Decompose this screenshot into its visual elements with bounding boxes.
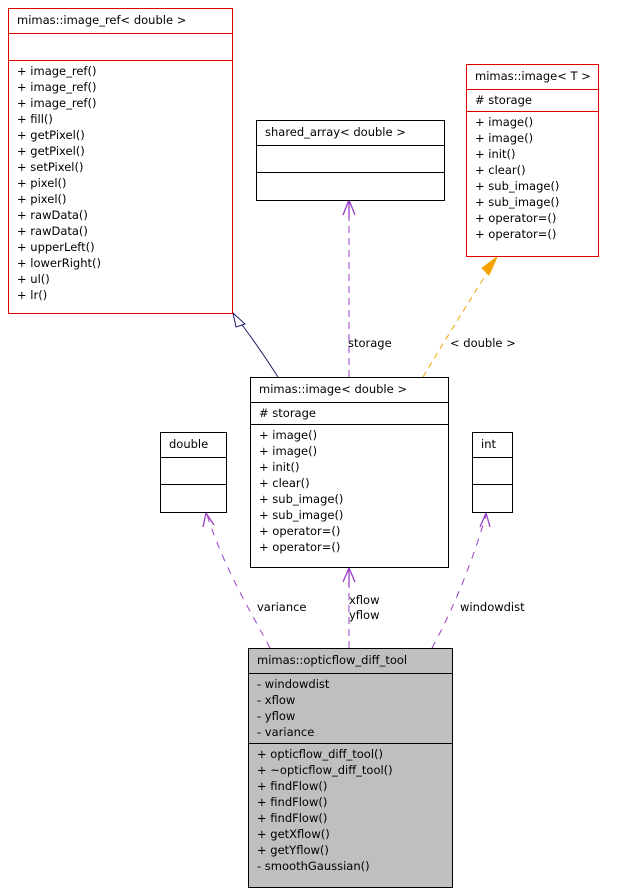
method-item: + sub_image()	[475, 179, 560, 193]
method-item: + findFlow()	[257, 779, 328, 793]
method-item: + getPixel()	[17, 144, 85, 158]
class-image-double[interactable]: mimas::image< double > # storage + image…	[250, 377, 449, 568]
method-item: - smoothGaussian()	[257, 859, 370, 873]
edge-label-xflow: xflow	[349, 593, 380, 607]
method-item: + sub_image()	[259, 508, 344, 522]
method-item: + pixel()	[17, 192, 67, 206]
method-item: + ~opticflow_diff_tool()	[257, 763, 393, 777]
attribute-item: - yflow	[257, 709, 296, 723]
method-item: + operator=()	[259, 540, 341, 554]
method-item: + upperLeft()	[17, 240, 95, 254]
method-item: + image_ref()	[17, 80, 97, 94]
method-item: + fill()	[17, 112, 53, 126]
method-item: + init()	[259, 460, 300, 474]
method-item: + rawData()	[17, 224, 88, 238]
class-double[interactable]: double	[160, 432, 227, 513]
attribute-item: # storage	[259, 406, 316, 420]
methods-section	[257, 172, 444, 199]
method-item: + opticflow_diff_tool()	[257, 747, 384, 761]
method-item: + setPixel()	[17, 160, 84, 174]
usage-arrowhead-icon	[342, 566, 356, 586]
edge-label-template-arg: < double >	[450, 336, 516, 350]
method-item: + image()	[259, 428, 318, 442]
attribute-item: - xflow	[257, 693, 296, 707]
template-arrowhead-icon	[481, 255, 499, 276]
method-item: + operator=()	[475, 211, 557, 225]
method-item: + operator=()	[259, 524, 341, 538]
methods-section: + image() + image() + init() + clear() + sub…	[251, 424, 448, 558]
usage-arrowhead-icon	[342, 198, 356, 218]
attributes-section	[473, 457, 512, 484]
class-opticflow-diff-tool[interactable]: mimas::opticflow_diff_tool - windowdist-…	[248, 648, 453, 888]
method-item: + image_ref()	[17, 96, 97, 110]
edge-label-storage: storage	[348, 336, 392, 350]
methods-section: + opticflow_diff_tool() + ~opticflow_diff…	[249, 743, 452, 877]
method-item: + sub_image()	[475, 195, 560, 209]
class-name: shared_array< double >	[265, 125, 406, 139]
class-name: mimas::image< double >	[259, 382, 407, 396]
attribute-item: # storage	[475, 93, 532, 107]
class-name: mimas::image< T >	[475, 69, 591, 83]
method-item: + rawData()	[17, 208, 88, 222]
method-item: + init()	[475, 147, 516, 161]
attributes-section: - windowdist - xflow - yflow - variance	[249, 673, 452, 743]
attribute-item: - variance	[257, 725, 315, 739]
class-image-template[interactable]: mimas::image< T > # storage + image()+ i…	[466, 64, 599, 257]
edge-label-yflow: yflow	[349, 608, 380, 622]
class-name: int	[481, 437, 496, 451]
method-item: + image()	[259, 444, 318, 458]
method-item: + image()	[475, 115, 534, 129]
class-name: mimas::image_ref< double >	[17, 13, 187, 27]
attributes-section: # storage	[251, 402, 448, 424]
inheritance-arrowhead-icon	[232, 311, 246, 328]
methods-section	[161, 484, 226, 511]
class-name: double	[169, 437, 209, 451]
inheritance-edge	[232, 311, 279, 378]
class-image-ref[interactable]: mimas::image_ref< double > + image_ref()…	[8, 8, 233, 314]
method-item: + getXflow()	[257, 827, 330, 841]
edge-label-windowdist: windowdist	[460, 600, 525, 614]
method-item: + getPixel()	[17, 128, 85, 142]
method-item: + image_ref()	[17, 64, 97, 78]
method-item: + lowerRight()	[17, 256, 101, 270]
attributes-section	[257, 145, 444, 172]
method-item: + sub_image()	[259, 492, 344, 506]
class-int[interactable]: int	[472, 432, 513, 513]
method-item: + findFlow()	[257, 795, 328, 809]
usage-arrowhead-icon	[202, 511, 215, 528]
method-item: + clear()	[259, 476, 310, 490]
class-name: mimas::opticflow_diff_tool	[257, 653, 408, 667]
method-item: + ul()	[17, 272, 50, 286]
class-shared-array[interactable]: shared_array< double >	[256, 120, 445, 201]
method-item: + image()	[475, 131, 534, 145]
usage-arrowhead-icon	[479, 511, 491, 528]
attribute-item: - windowdist	[257, 677, 330, 691]
attributes-section	[161, 457, 226, 484]
method-item: + lr()	[17, 288, 48, 302]
edge-label-variance: variance	[257, 600, 307, 614]
method-item: + clear()	[475, 163, 526, 177]
methods-section: + image() + image() + init() + clear() + sub…	[467, 111, 598, 245]
template-edge	[422, 255, 499, 378]
method-item: + operator=()	[475, 227, 557, 241]
methods-section: + image_ref() + image_ref() + image_ref() +…	[9, 60, 232, 306]
attributes-section: # storage	[467, 89, 598, 111]
method-item: + pixel()	[17, 176, 67, 190]
method-item: + getYflow()	[257, 843, 329, 857]
method-item: + findFlow()	[257, 811, 328, 825]
methods-section	[473, 484, 512, 511]
attributes-section	[9, 33, 232, 60]
